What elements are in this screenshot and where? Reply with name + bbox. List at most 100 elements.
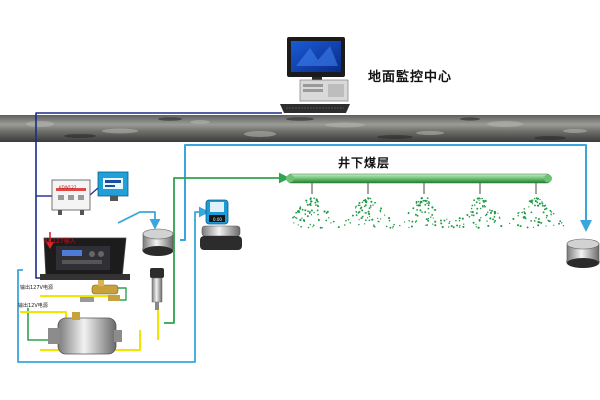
mist-droplet (364, 200, 367, 203)
mist-droplet (310, 197, 312, 200)
mist-droplet (549, 209, 552, 212)
mist-droplet (446, 218, 448, 220)
mist-droplet (458, 217, 461, 220)
mist-droplet (313, 212, 315, 214)
mist-droplet (301, 208, 304, 211)
mist-droplet (518, 211, 520, 214)
mist-droplet (369, 197, 372, 200)
mist-droplet (416, 214, 419, 217)
mist-droplet (388, 217, 391, 220)
mist-droplet (295, 211, 298, 214)
mist-droplet (367, 210, 370, 213)
monitoring-computer (280, 37, 350, 113)
mist-droplet (475, 212, 478, 215)
mist-droplet (368, 197, 370, 199)
mist-droplet (541, 204, 544, 207)
lightblue-main-loop (180, 144, 592, 241)
mist-droplet (365, 204, 367, 206)
mist-droplet (456, 224, 459, 227)
mist-droplet (483, 201, 485, 203)
surface-monitoring-center-label: 地面監控中心 (368, 70, 453, 85)
mist-droplet (494, 219, 497, 222)
mist-droplet (332, 220, 335, 223)
mist-droplet (480, 217, 482, 219)
mist-droplet (308, 203, 311, 206)
mist-droplet (410, 225, 413, 228)
mist-droplet (441, 225, 444, 229)
mist-droplet (388, 219, 391, 222)
mist-droplet (392, 227, 394, 229)
mist-droplet (366, 217, 369, 219)
mist-droplet (299, 207, 302, 210)
mist-droplet (317, 218, 320, 221)
mist-droplet (415, 202, 418, 204)
spray-mist (292, 197, 565, 229)
mist-droplet (455, 219, 457, 222)
mist-droplet (326, 210, 329, 213)
mist-droplet (485, 213, 488, 216)
mist-droplet (549, 220, 551, 222)
mist-droplet (544, 208, 547, 210)
mist-droplet (480, 198, 482, 200)
blue-control-box (97, 171, 129, 201)
mist-droplet (535, 197, 538, 200)
spray-manifold (286, 173, 552, 184)
mist-droplet (363, 199, 366, 202)
mist-droplet (314, 204, 317, 206)
mist-droplet (361, 201, 364, 204)
mist-droplet (499, 217, 501, 219)
mist-droplet (461, 217, 464, 220)
probe-sensor (150, 268, 164, 310)
mist-droplet (313, 197, 315, 200)
mist-droplet (373, 224, 375, 226)
mist-droplet (408, 211, 410, 214)
mist-droplet (553, 224, 555, 226)
mist-droplet (532, 226, 535, 229)
mist-droplet (292, 216, 294, 219)
mist-droplet (517, 214, 519, 217)
mist-droplet (385, 225, 388, 228)
mist-droplet (424, 203, 427, 206)
mist-droplet (364, 219, 367, 222)
mist-droplet (306, 201, 308, 203)
mist-droplet (537, 224, 540, 227)
mist-droplet (325, 219, 328, 222)
mist-droplet (432, 223, 434, 225)
mist-droplet (528, 206, 530, 208)
mist-droplet (534, 200, 537, 203)
mist-droplet (491, 209, 493, 212)
mist-droplet (416, 209, 418, 211)
mist-droplet (447, 226, 450, 228)
blue-box-link (89, 187, 99, 196)
mist-droplet (368, 219, 371, 222)
mist-droplet (373, 225, 375, 228)
mist-droplet (531, 203, 534, 205)
mist-droplet (411, 220, 414, 223)
mist-droplet (434, 208, 437, 211)
disk-sensor-remote (566, 238, 600, 268)
mist-droplet (361, 216, 364, 218)
power-input-label: AC127输入 (44, 238, 76, 245)
mist-droplet (458, 226, 461, 228)
mist-droplet (349, 222, 352, 224)
mist-droplet (330, 222, 332, 224)
mist-droplet (408, 220, 410, 222)
mist-droplet (374, 201, 376, 204)
mist-droplet (370, 206, 372, 208)
mist-droplet (301, 217, 303, 219)
mist-droplet (345, 219, 347, 222)
mist-droplet (523, 212, 527, 215)
mist-droplet (368, 212, 371, 216)
mist-droplet (424, 199, 427, 202)
mist-droplet (427, 217, 430, 220)
mist-droplet (358, 223, 360, 226)
mist-droplet (532, 199, 534, 201)
mist-droplet (367, 197, 369, 199)
mist-droplet (486, 220, 488, 222)
mist-droplet (337, 226, 340, 229)
mist-droplet (471, 204, 474, 207)
mist-droplet (358, 210, 361, 213)
mist-droplet (416, 204, 418, 206)
mist-droplet (347, 218, 350, 221)
mist-droplet (493, 221, 496, 223)
